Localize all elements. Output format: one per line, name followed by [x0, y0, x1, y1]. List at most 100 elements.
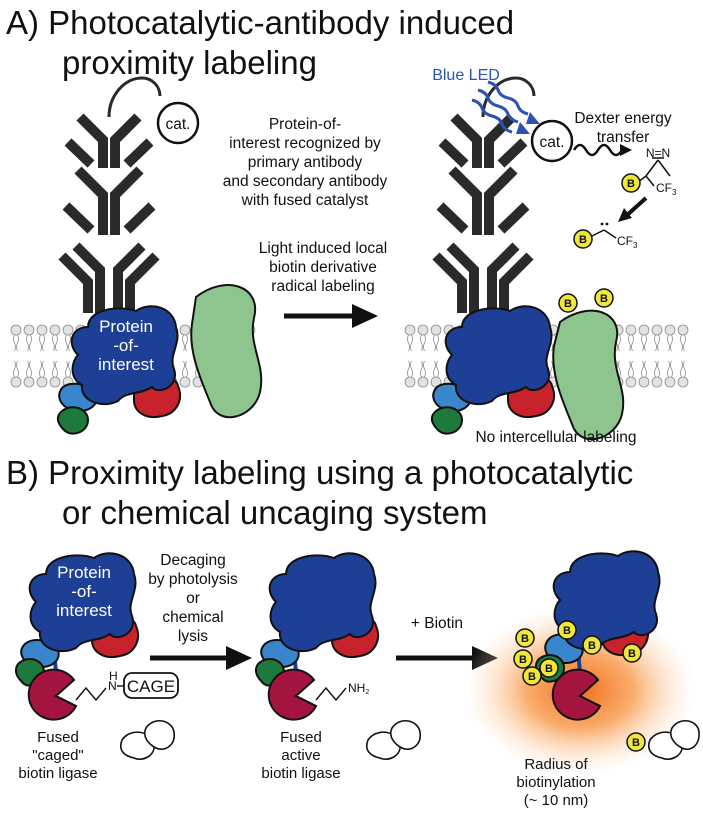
- diazirine-atoms: N=N: [646, 146, 670, 160]
- caged-biotin-ligase: [27, 668, 77, 721]
- antibody-right: [432, 76, 536, 313]
- biotin-badge: [621, 173, 641, 193]
- lipid-head: [625, 360, 637, 388]
- caged-construct: Protein -of- interest N H CAGE: [14, 552, 179, 721]
- outline-proteins-3: [647, 720, 700, 760]
- lipid-head: [638, 324, 650, 352]
- fused-active-line3: biotin ligase: [261, 765, 340, 782]
- lipid-head: [664, 324, 676, 352]
- svg-text:radical labeling: radical labeling: [271, 278, 374, 295]
- fused-active-line1: Fused: [280, 729, 322, 746]
- lipid-head: [664, 360, 676, 388]
- cf3-label: CF3: [617, 234, 638, 250]
- svg-text:B: B: [632, 737, 640, 749]
- catalyst-left: cat.: [156, 101, 200, 145]
- active-construct: NH2: [254, 552, 379, 721]
- blue-led-label: Blue LED: [432, 67, 500, 84]
- nh2-label: NH2: [348, 681, 369, 696]
- lipid-head: [417, 324, 429, 352]
- catalyst-label-right: cat.: [540, 134, 565, 151]
- lipid-head: [10, 360, 22, 388]
- lipid-head: [36, 324, 48, 352]
- no-intercellular-labeling: No intercellular labeling: [475, 429, 636, 446]
- svg-text:Light induced local: Light induced local: [259, 240, 387, 257]
- nh-atom: N: [108, 679, 117, 693]
- poi-label-line3: interest: [98, 355, 154, 374]
- dexter-label-line1: Dexter energy: [574, 110, 672, 127]
- catalyst-label: cat.: [166, 116, 191, 133]
- lipid-head: [677, 324, 689, 352]
- svg-text:and secondary antibody: and secondary antibody: [223, 173, 388, 190]
- reaction-arrowhead-a: [352, 304, 378, 328]
- lipid-head: [179, 324, 191, 352]
- svg-text:B: B: [521, 633, 529, 645]
- poi-label-line2: -of-: [71, 582, 97, 601]
- lipid-head: [179, 360, 191, 388]
- svg-text:Protein-of-: Protein-of-: [269, 116, 341, 133]
- protein-of-interest-right: [444, 305, 553, 406]
- svg-text:lysis: lysis: [178, 628, 208, 645]
- lipid-head: [651, 324, 663, 352]
- biotin-badge: [573, 229, 593, 249]
- radius-label-line3: (~ 10 nm): [524, 792, 589, 809]
- light-waves-icon: [471, 80, 540, 134]
- svg-text:Decaging: Decaging: [160, 552, 226, 569]
- biotin-labels-b: B B B B B B B B: [513, 620, 646, 752]
- active-biotin-ligase: [267, 668, 317, 721]
- lipid-head: [404, 324, 416, 352]
- fused-caged-line3: biotin ligase: [18, 765, 97, 782]
- panel-a-title-line2: proximity labeling: [62, 44, 317, 81]
- svg-text:interest recognized by: interest recognized by: [229, 135, 381, 152]
- dexter-wavy-arrow: [572, 143, 624, 157]
- poi-label-line1: Protein: [57, 563, 111, 582]
- lipid-head: [625, 324, 637, 352]
- lipid-head: [23, 324, 35, 352]
- svg-text:B: B: [545, 663, 553, 675]
- svg-text:B: B: [564, 298, 572, 310]
- lipid-head: [10, 324, 22, 352]
- lipid-head: [638, 360, 650, 388]
- light-labeling-step: Light induced local biotin derivative ra…: [259, 240, 387, 328]
- lipid-head: [417, 360, 429, 388]
- svg-text:primary antibody: primary antibody: [248, 154, 363, 171]
- outline-proteins-2: [365, 720, 421, 760]
- svg-text:B: B: [528, 671, 536, 683]
- cage-label: CAGE: [127, 677, 175, 696]
- dexter-arrowhead: [620, 144, 632, 156]
- svg-text:B: B: [588, 640, 596, 652]
- biotin-badge: [558, 293, 578, 313]
- lipid-head: [49, 360, 61, 388]
- panel-b-title-line2: or chemical uncaging system: [62, 494, 488, 531]
- svg-text:with fused catalyst: with fused catalyst: [241, 192, 369, 209]
- lipid-head: [49, 324, 61, 352]
- antibody-caption: Protein-of- interest recognized by prima…: [223, 116, 388, 209]
- carbene-arrow: [624, 196, 648, 218]
- svg-text:B: B: [600, 293, 608, 305]
- carbene-reagent: B CF3: [573, 222, 638, 250]
- fused-caged-line1: Fused: [37, 729, 79, 746]
- radius-label-line2: biotinylation: [516, 774, 595, 791]
- outline-proteins-1: [119, 720, 175, 760]
- green-protein-right: [552, 309, 625, 441]
- biotin-badge: [594, 288, 614, 308]
- lipid-head: [36, 360, 48, 388]
- fused-active-line2: active: [281, 747, 320, 764]
- dexter-label-line2: transfer: [597, 129, 650, 146]
- svg-text:by photolysis: by photolysis: [148, 571, 238, 588]
- fused-caged-line2: "caged": [32, 747, 84, 764]
- nh-hydrogen: H: [109, 669, 118, 683]
- cf3-label: CF3: [656, 181, 677, 197]
- lipid-head: [677, 360, 689, 388]
- svg-text:B: B: [519, 654, 527, 666]
- poi-label-line2: -of-: [113, 336, 139, 355]
- catalyst-right: cat.: [530, 119, 574, 163]
- antibody-left: [58, 76, 162, 313]
- lipid-head: [404, 360, 416, 388]
- lipid-head: [430, 324, 442, 352]
- green-protein-left: [190, 284, 263, 419]
- svg-text:B: B: [628, 648, 636, 660]
- decaging-step: Decaging by photolysis or chemical lysis: [148, 552, 252, 670]
- svg-text:biotin derivative: biotin derivative: [269, 259, 377, 276]
- diazirine-reagent: N=N CF3 B: [621, 146, 677, 197]
